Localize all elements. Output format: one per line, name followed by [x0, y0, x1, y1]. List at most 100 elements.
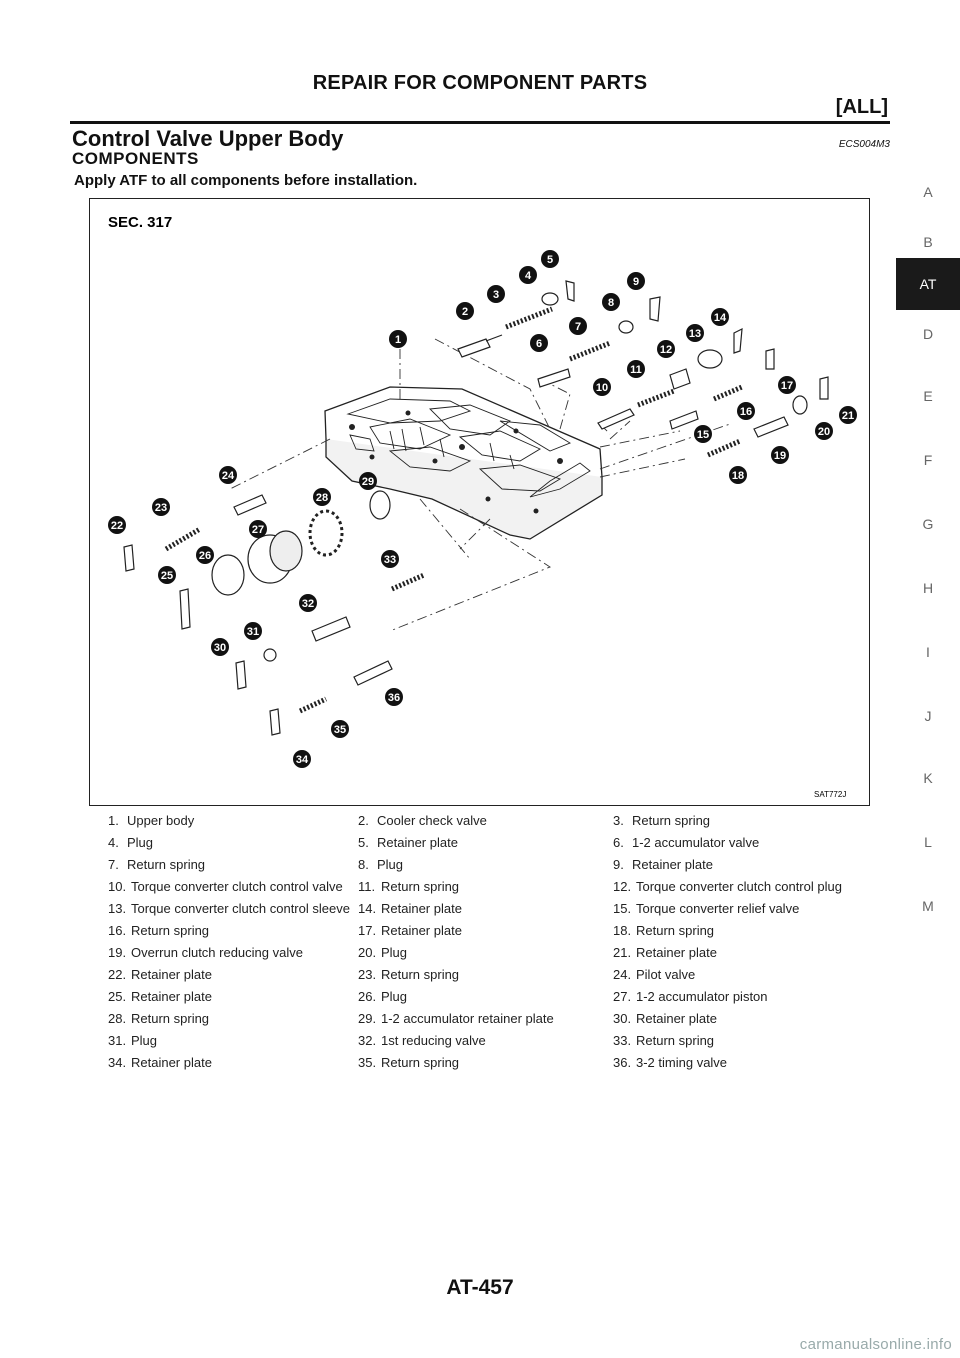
callout-21: 21 — [839, 406, 857, 424]
part-item: 33.Return spring — [613, 1030, 868, 1052]
part-number: 6. — [613, 835, 624, 850]
side-tab-j[interactable]: J — [924, 708, 932, 724]
part-item: 27. 1-2 accumulator piston — [613, 986, 868, 1008]
part-name: Return spring — [632, 813, 711, 828]
callout-20: 20 — [815, 422, 833, 440]
side-tab-f[interactable]: F — [923, 452, 933, 468]
component-parts — [123, 280, 829, 736]
callout-4: 4 — [519, 266, 537, 284]
callout-35: 35 — [331, 720, 349, 738]
part-name: Overrun clutch reducing valve — [131, 945, 303, 960]
part-number: 12. — [613, 879, 632, 894]
svg-text:5: 5 — [547, 254, 553, 266]
svg-text:35: 35 — [334, 724, 346, 736]
callout-13: 13 — [686, 324, 704, 342]
part-item: 29.1-2 accumulator retainer plate — [358, 1008, 613, 1030]
callout-8: 8 — [602, 293, 620, 311]
part-item: 11.Return spring — [358, 876, 613, 898]
part-item: 21.Retainer plate — [613, 942, 868, 964]
part-name: Plug — [381, 989, 408, 1004]
header-rule — [70, 121, 890, 124]
callout-28: 28 — [313, 488, 331, 506]
side-tab-d[interactable]: D — [922, 326, 934, 342]
part-item: 4.Plug — [108, 832, 358, 854]
part-name: Retainer plate — [131, 1055, 212, 1070]
part-number: 32. — [358, 1033, 377, 1048]
side-tab-i[interactable]: I — [926, 644, 930, 660]
svg-text:9: 9 — [633, 276, 639, 288]
svg-text:24: 24 — [222, 470, 235, 482]
svg-text:19: 19 — [774, 450, 786, 462]
exploded-view-figure: SEC. 317 SAT772J — [89, 198, 870, 806]
side-tab-g[interactable]: G — [922, 516, 934, 532]
svg-text:2: 2 — [462, 306, 468, 318]
svg-text:22: 22 — [111, 520, 123, 532]
side-tab-h[interactable]: H — [922, 580, 934, 596]
svg-text:23: 23 — [155, 502, 167, 514]
exploded-view-diagram: SEC. 317 SAT772J — [108, 214, 857, 799]
part-name: Torque converter clutch control plug — [636, 879, 842, 894]
part-number: 14. — [358, 901, 377, 916]
svg-text:12: 12 — [660, 344, 672, 356]
part-name: Torque converter clutch control valve — [131, 879, 343, 894]
part-item: 32.1st reducing valve — [358, 1030, 613, 1052]
part-name: 3-2 timing valve — [636, 1055, 728, 1070]
part-item: 18.Return spring — [613, 920, 868, 942]
part-item: 24.Pilot valve — [613, 964, 868, 986]
part-item: 36.3-2 timing valve — [613, 1052, 868, 1074]
part-name: Return spring — [636, 1033, 715, 1048]
svg-text:28: 28 — [316, 492, 328, 504]
callout-16: 16 — [737, 402, 755, 420]
callout-17: 17 — [778, 376, 796, 394]
part-number: 16. — [108, 923, 127, 938]
svg-text:8: 8 — [608, 297, 614, 309]
part-item: 26.Plug — [358, 986, 613, 1008]
side-tab-a[interactable]: A — [923, 184, 933, 200]
page-header-title: REPAIR FOR COMPONENT PARTS — [312, 72, 648, 94]
part-number: 21. — [613, 945, 632, 960]
part-number: 4. — [108, 835, 119, 850]
callout-5: 5 — [541, 250, 559, 268]
svg-text:27: 27 — [252, 524, 264, 536]
side-tab-at[interactable]: AT — [896, 258, 960, 310]
parts-row: 13.Torque converter clutch control sleev… — [108, 898, 868, 920]
part-name: 1-2 accumulator piston — [636, 989, 768, 1004]
side-tab-k[interactable]: K — [923, 770, 933, 786]
svg-text:11: 11 — [630, 364, 642, 376]
part-number: 29. — [358, 1011, 377, 1026]
page-header-subtitle: [ALL] — [835, 96, 888, 118]
part-name: Upper body — [127, 813, 195, 828]
part-name: Return spring — [381, 1055, 460, 1070]
svg-text:16: 16 — [740, 406, 752, 418]
side-tab-b[interactable]: B — [923, 234, 933, 250]
parts-row: 10. Torque converter clutch control valve… — [108, 876, 868, 898]
part-item: 7.Return spring — [108, 854, 358, 876]
part-name: Retainer plate — [381, 923, 462, 938]
svg-text:32: 32 — [302, 598, 314, 610]
callout-18: 18 — [729, 466, 747, 484]
part-number: 27. — [613, 989, 632, 1004]
part-number: 10. — [108, 879, 127, 894]
svg-text:33: 33 — [384, 554, 396, 566]
part-item: 14.Retainer plate — [358, 898, 613, 920]
part-number: 23. — [358, 967, 377, 982]
side-tab-l[interactable]: L — [924, 834, 932, 850]
part-number: 13. — [108, 901, 127, 916]
part-item: 13.Torque converter clutch control sleev… — [108, 898, 358, 920]
part-name: Return spring — [127, 857, 206, 872]
part-name: Return spring — [381, 967, 460, 982]
svg-text:25: 25 — [161, 570, 173, 582]
part-number: 34. — [108, 1055, 127, 1070]
part-name: Retainer plate — [131, 989, 212, 1004]
part-name: Torque converter relief valve — [636, 901, 800, 916]
svg-text:6: 6 — [536, 338, 542, 350]
side-tab-e[interactable]: E — [923, 388, 933, 404]
part-name: Retainer plate — [636, 1011, 717, 1026]
svg-text:29: 29 — [362, 476, 374, 488]
side-tab-m[interactable]: M — [922, 898, 934, 914]
part-number: 8. — [358, 857, 369, 872]
